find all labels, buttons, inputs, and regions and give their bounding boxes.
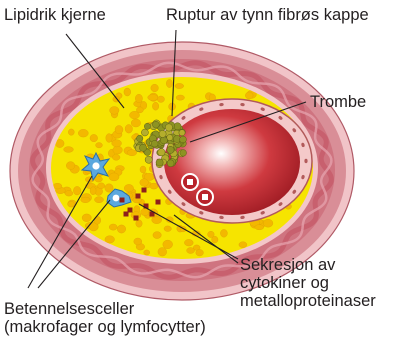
- white-cell-2: [197, 189, 213, 205]
- lipid-droplet: [140, 166, 146, 173]
- thrombus-cell: [145, 156, 152, 163]
- lipid-droplet: [64, 147, 74, 153]
- lipid-droplet: [140, 179, 149, 187]
- lipid-droplet: [148, 94, 158, 100]
- lipid-droplet: [106, 134, 112, 143]
- lipid-droplet: [117, 225, 125, 233]
- secretion-particle: [136, 194, 141, 199]
- lipid-droplet: [112, 154, 120, 160]
- lipid-droplet: [95, 176, 103, 182]
- lipid-droplet: [163, 240, 173, 249]
- lipid-droplet: [220, 229, 227, 237]
- lipid-droplet: [110, 107, 119, 115]
- lipid-droplet: [131, 119, 140, 127]
- thrombus-cell: [180, 136, 187, 143]
- thrombus-cell: [167, 146, 174, 153]
- inflammatory-cells-label-line-1: Betennelsesceller: [4, 300, 134, 318]
- lipid-droplet: [66, 162, 75, 170]
- inflammatory-cells-label-line-2: (makrofager og lymfocytter): [4, 318, 206, 336]
- vessel-lumen: [164, 109, 300, 215]
- secretion-particle: [156, 200, 161, 205]
- lipid-droplet: [176, 95, 184, 100]
- thrombus-cell: [153, 121, 160, 128]
- lipid-droplet: [153, 232, 161, 239]
- lipid-droplet: [175, 83, 184, 88]
- lipid-droplet: [208, 231, 215, 237]
- thrombus-cell: [141, 129, 148, 136]
- secretion-label-line-3: metalloproteinaser: [240, 292, 376, 310]
- lipid-droplet: [109, 224, 117, 230]
- thrombus-cell: [151, 140, 158, 147]
- lipid-droplet: [196, 249, 204, 256]
- lipid-droplet: [151, 84, 159, 92]
- lipid-droplet: [152, 102, 158, 110]
- lipid-droplet: [135, 94, 142, 103]
- lipid-droplet: [95, 197, 104, 203]
- lipid-droplet: [134, 238, 142, 245]
- thrombus-cell: [139, 144, 146, 151]
- secretion-particle: [142, 188, 147, 193]
- secretion-particle: [124, 212, 129, 217]
- lipid-droplet: [141, 209, 149, 216]
- lipid-droplet: [105, 236, 115, 243]
- lipid-droplet: [98, 183, 105, 189]
- thrombus-cell: [174, 123, 181, 130]
- lipid-droplet: [109, 173, 119, 181]
- thrombus-cell: [159, 130, 166, 137]
- secretion-label-line-2: cytokiner og: [240, 274, 329, 292]
- lipid-droplet: [255, 225, 264, 230]
- lipid-droplet: [115, 126, 123, 134]
- thrombus-cell: [158, 149, 165, 156]
- lipid-droplet: [158, 248, 167, 257]
- lipid-droplet: [239, 242, 247, 248]
- thrombus-cell: [160, 137, 167, 144]
- lipid-droplet: [78, 129, 88, 137]
- thrombus-label: Trombe: [310, 93, 366, 111]
- thrombus-cell: [165, 124, 172, 131]
- lipid-droplet: [136, 107, 143, 113]
- lipid-droplet: [150, 183, 158, 189]
- lipid-droplet: [113, 146, 123, 154]
- lipid-droplet: [144, 250, 150, 255]
- lipid-droplet: [127, 150, 137, 156]
- lipid-droplet: [105, 184, 113, 192]
- secretion-label-line-1: Sekresjon av: [240, 256, 335, 274]
- thrombus-cell: [144, 123, 150, 129]
- thrombus-cell: [180, 150, 187, 157]
- lipid-droplet: [68, 129, 74, 135]
- lipid-droplet: [136, 220, 142, 227]
- lipid-droplet: [53, 183, 62, 189]
- lipid-droplet: [68, 201, 75, 207]
- thrombus-cell: [179, 130, 185, 136]
- white-cell-1: [182, 174, 198, 190]
- lipid-droplet: [73, 186, 80, 195]
- lipid-droplet: [96, 143, 103, 148]
- lipid-core-label: Lipidrik kjerne: [4, 6, 106, 24]
- lipid-droplet: [245, 92, 253, 99]
- lipid-droplet: [81, 197, 90, 203]
- lipid-droplet: [90, 187, 96, 195]
- lipid-droplet: [82, 214, 91, 222]
- thrombus-cell: [167, 160, 174, 167]
- lipid-droplet: [65, 191, 73, 197]
- lipid-droplet: [112, 140, 122, 147]
- lipid-droplet: [263, 219, 273, 227]
- lipid-droplet: [124, 88, 131, 96]
- lipid-droplet: [90, 134, 98, 141]
- lipid-droplet: [124, 184, 133, 192]
- secretion-particle: [120, 198, 125, 203]
- lipid-droplet: [166, 79, 172, 87]
- lipid-droplet: [157, 96, 164, 102]
- secretion-particle: [134, 216, 139, 221]
- lipid-droplet: [184, 239, 193, 246]
- thrombus-cell: [137, 135, 143, 141]
- lipid-droplet: [125, 125, 132, 134]
- rupture-label: Ruptur av tynn fibrøs kappe: [166, 6, 369, 24]
- thrombus-cell: [156, 159, 163, 166]
- lipid-droplet: [164, 226, 171, 232]
- lumen-wall-cell: [304, 159, 307, 163]
